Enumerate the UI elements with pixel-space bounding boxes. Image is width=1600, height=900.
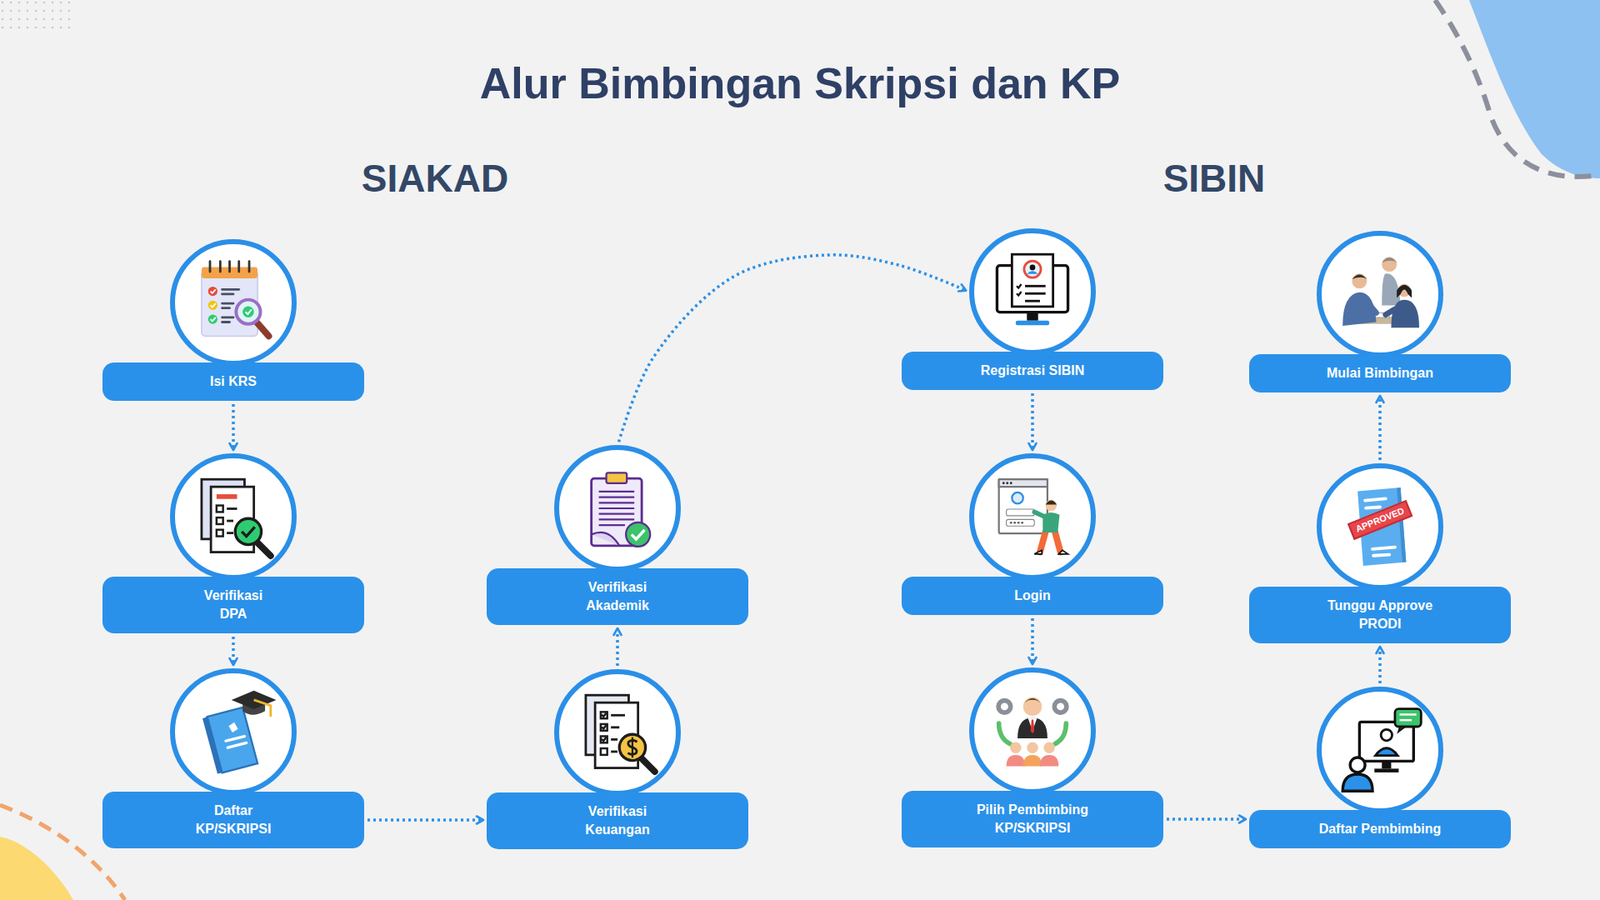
- icon-circle: [969, 228, 1096, 355]
- process-step: Mulai Bimbingan: [1249, 230, 1511, 393]
- icon-graphic: [201, 479, 271, 556]
- icon-graphic: [1342, 709, 1421, 792]
- process-step: Login: [901, 453, 1164, 615]
- step-box: Pilih Pembimbing KP/SKRIPSI: [901, 790, 1164, 848]
- step-box: Verifikasi Keuangan: [486, 792, 749, 850]
- step-label: Login: [918, 586, 1147, 605]
- icon-graphic: [995, 697, 1069, 767]
- icon-circle: [969, 667, 1096, 795]
- step-box: Isi KRS: [102, 362, 365, 401]
- icon-graphic: [999, 479, 1069, 555]
- step-box: Registrasi SIBIN: [901, 351, 1164, 390]
- process-step: Daftar Pembimbing: [1249, 686, 1511, 849]
- section-heading: SIBIN: [1163, 155, 1266, 202]
- process-step: Registrasi SIBIN: [901, 228, 1164, 390]
- flow-connector: [1030, 618, 1035, 665]
- reg-icon: [985, 245, 1080, 339]
- flow-connector: [231, 404, 235, 450]
- icon-circle: [170, 239, 297, 366]
- icon-graphic: [585, 695, 655, 772]
- icon-circle: [1316, 686, 1444, 814]
- flow-connector: [1378, 395, 1382, 460]
- step-box: Mulai Bimbingan: [1249, 354, 1511, 393]
- step-label: Isi KRS: [119, 372, 348, 391]
- flow-connector: [1378, 646, 1382, 684]
- section-heading: SIAKAD: [361, 155, 509, 202]
- flow-connector: [367, 818, 484, 822]
- step-box: Daftar KP/SKRIPSI: [102, 791, 365, 849]
- corner-blob: [1469, 0, 1600, 179]
- step-label: Tunggu Approve PRODI: [1317, 596, 1443, 634]
- icon-graphic: [201, 261, 270, 337]
- step-label: Registrasi SIBIN: [918, 361, 1147, 380]
- akad-icon: [570, 461, 665, 555]
- process-step: Daftar KP/SKRIPSI: [102, 668, 365, 849]
- daftar-icon: [1333, 703, 1427, 797]
- step-box: Login: [901, 576, 1164, 615]
- icon-circle: [554, 445, 681, 572]
- step-label: Verifikasi Akademik: [575, 578, 660, 615]
- icon-circle: [170, 668, 297, 795]
- dashed-arc: [1435, 0, 1600, 177]
- icon-circle: [554, 669, 681, 796]
- step-box: Verifikasi DPA: [102, 576, 365, 634]
- money-icon: [570, 685, 665, 780]
- process-step: Verifikasi Keuangan: [486, 669, 749, 850]
- process-step: Verifikasi Akademik: [486, 445, 749, 625]
- mulai-icon: [1333, 247, 1427, 341]
- icon-circle: [1316, 230, 1444, 358]
- step-label: Daftar Pembimbing: [1265, 820, 1495, 839]
- step-label: Pilih Pembimbing KP/SKRIPSI: [965, 800, 1100, 838]
- flow-connector: [1030, 393, 1035, 450]
- process-step: Isi KRS: [102, 239, 365, 401]
- flow-connector: [615, 628, 620, 666]
- icon-circle: APPROVED: [1316, 463, 1444, 590]
- icon-graphic: [996, 254, 1068, 325]
- krs-icon: [186, 255, 280, 350]
- icon-circle: [170, 453, 297, 580]
- pilih-icon: [985, 684, 1080, 778]
- flow-connector: [619, 255, 967, 442]
- process-step: Pilih Pembimbing KP/SKRIPSI: [901, 667, 1164, 848]
- dot-grid: [0, 0, 77, 30]
- step-box: Daftar Pembimbing: [1249, 810, 1511, 849]
- flow-connector: [231, 636, 235, 665]
- corner-blob: [0, 836, 74, 900]
- step-box: Tunggu Approve PRODI: [1249, 586, 1511, 644]
- icon-circle: [969, 453, 1096, 580]
- step-box: Verifikasi Akademik: [486, 568, 749, 625]
- step-label: Verifikasi DPA: [191, 586, 275, 624]
- dpa-icon: [186, 470, 280, 564]
- step-label: Verifikasi Keuangan: [575, 802, 660, 840]
- step-label: Mulai Bimbingan: [1265, 364, 1495, 383]
- icon-graphic: [591, 472, 651, 546]
- step-label: Daftar KP/SKRIPSI: [191, 801, 275, 839]
- flow-connector: [1166, 817, 1246, 821]
- icon-graphic: [1342, 256, 1420, 328]
- process-step: APPROVED Tunggu Approve PRODI: [1249, 463, 1511, 644]
- book-icon: [186, 685, 280, 779]
- login-icon: [985, 470, 1080, 564]
- icon-graphic: [202, 690, 276, 775]
- process-step: Verifikasi DPA: [102, 453, 365, 634]
- diagram-title: Alur Bimbingan Skripsi dan KP: [480, 57, 1121, 110]
